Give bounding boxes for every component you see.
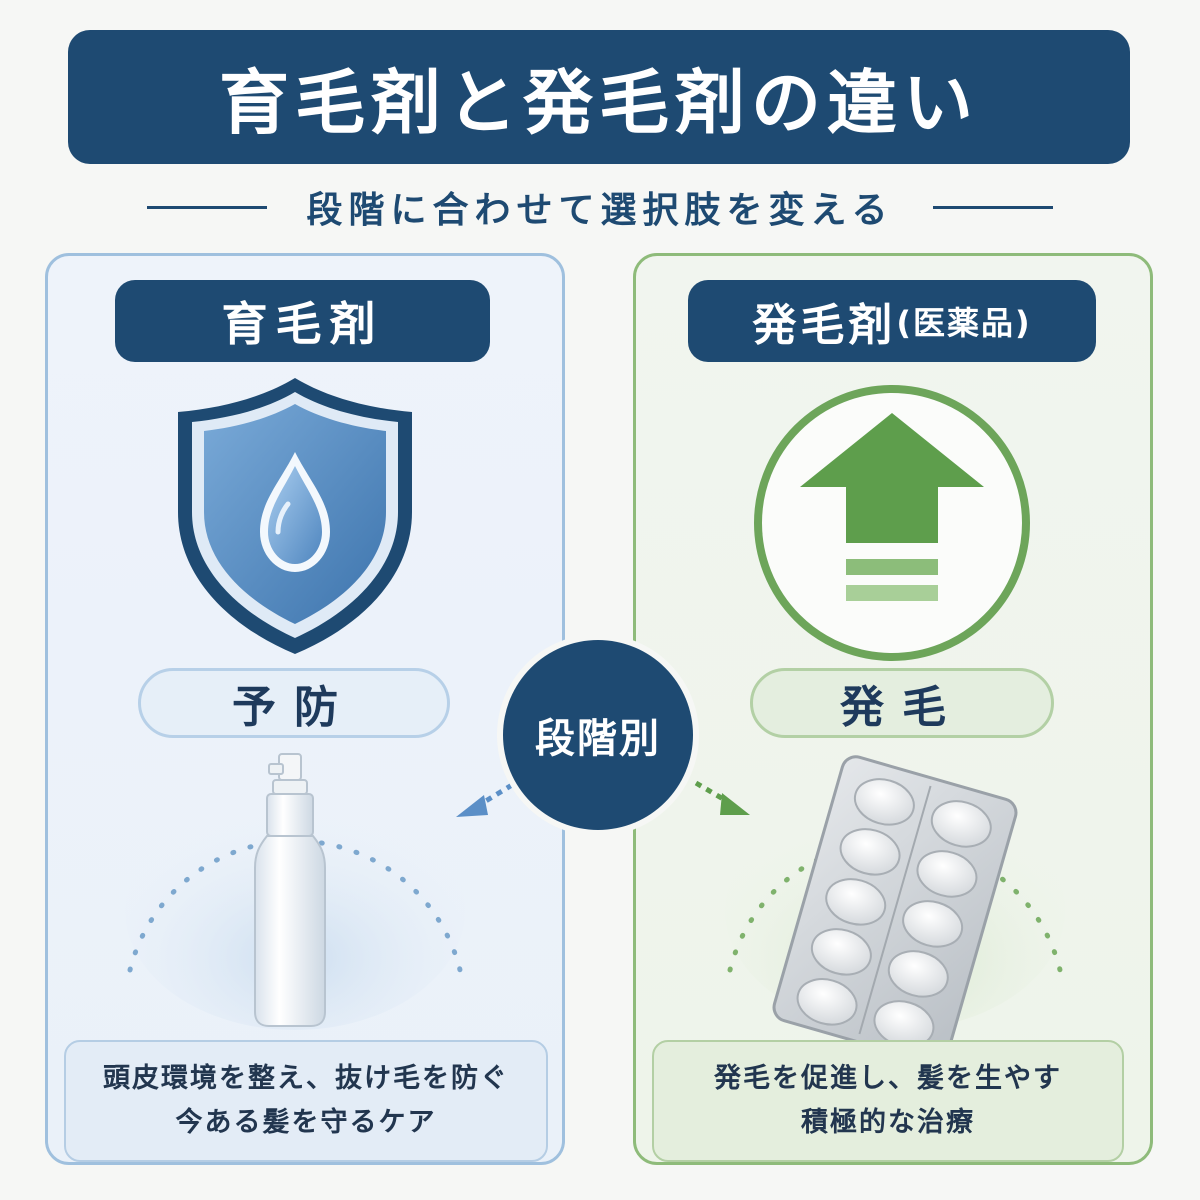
- subtitle-row: 段階に合わせて選択肢を変える: [0, 182, 1200, 232]
- hatsumouzai-heading-paren: (医薬品): [896, 304, 1032, 342]
- ikumouzai-desc-line1: 頭皮環境を整え、抜け毛を防ぐ: [103, 1063, 509, 1094]
- yobou-tag-label: 予防: [232, 682, 356, 733]
- ikumouzai-desc-line2: 今ある髪を守るケア: [175, 1107, 437, 1138]
- hatsumouzai-heading: 発毛剤(医薬品): [688, 280, 1096, 362]
- hatsumouzai-desc-line2: 積極的な治療: [801, 1107, 975, 1138]
- ikumouzai-heading-label: 育毛剤: [221, 297, 384, 351]
- pill-blister-pack: [772, 755, 1018, 1065]
- title-banner: 育毛剤と発毛剤の違い: [68, 30, 1130, 164]
- shield-water-drop-icon: [178, 378, 412, 654]
- up-arrow-icon: [754, 385, 1030, 661]
- page-title: 育毛剤と発毛剤の違い: [219, 61, 979, 144]
- hatsumouzai-description: 発毛を促進し、髪を生やす 積極的な治療: [652, 1040, 1124, 1162]
- left-stage-arrow: [456, 782, 514, 817]
- hatsumouzai-heading-label: 発毛剤: [752, 300, 897, 351]
- ikumouzai-heading: 育毛剤: [115, 280, 490, 362]
- hatsumouzai-desc-line1: 発毛を促進し、髪を生やす: [714, 1063, 1062, 1094]
- ikumouzai-description: 頭皮環境を整え、抜け毛を防ぐ 今ある髪を守るケア: [64, 1040, 548, 1162]
- subtitle-text: 段階に合わせて選択肢を変える: [306, 190, 894, 231]
- yobou-tag: 予防: [138, 668, 450, 738]
- spray-bottle: [254, 753, 326, 1027]
- subtitle-divider-left: [146, 205, 267, 209]
- hatsumou-tag-label: 発毛: [840, 682, 964, 733]
- hatsumou-tag: 発毛: [750, 668, 1054, 738]
- stage-center-label: 段階別: [535, 716, 661, 762]
- subtitle-divider-right: [933, 205, 1054, 209]
- right-stage-arrow: [694, 780, 750, 815]
- stage-center-badge: 段階別: [503, 640, 693, 830]
